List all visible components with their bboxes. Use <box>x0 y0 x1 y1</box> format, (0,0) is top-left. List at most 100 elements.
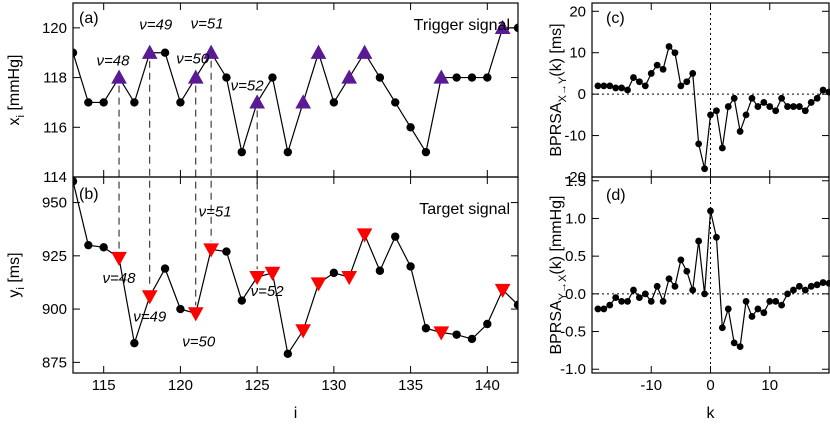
panel-b-triangle-marker <box>264 266 281 281</box>
panel-b-point <box>513 300 518 310</box>
panel-a-point <box>483 73 492 82</box>
panel-a-point <box>130 98 139 107</box>
panel-b-triangle-marker <box>341 271 358 286</box>
panel-c-point <box>790 103 797 110</box>
panel-b-ylabel: yi [ms] <box>6 252 27 297</box>
panel-b-ytick-label: 925 <box>42 248 67 265</box>
panel-b-point <box>283 349 293 359</box>
panel-b-point <box>176 304 185 314</box>
panel-c-point <box>724 103 732 110</box>
panel-a-triangle-marker <box>141 44 158 59</box>
panel-c-point <box>701 165 708 173</box>
panel-c-point <box>594 82 602 90</box>
panel-b-triangle-marker <box>111 251 127 266</box>
panel-d-point <box>760 309 768 317</box>
panel-c-point <box>671 49 679 57</box>
panel-d-point <box>677 256 685 264</box>
panel-a-point <box>176 98 185 107</box>
panel-a-point <box>73 48 78 57</box>
panel-b-xtick-label: 125 <box>245 377 270 394</box>
panel-c-point <box>742 111 750 119</box>
panel-a-triangle-marker <box>203 44 219 59</box>
panel-c-point <box>748 94 756 102</box>
panel-d-point <box>819 279 827 286</box>
panel-b-annotation: ν=49 <box>133 308 167 325</box>
panel-b-annotation: ν=50 <box>182 333 216 350</box>
panel-c-point <box>718 144 726 152</box>
panel-c-ytick-label: 10 <box>569 45 586 62</box>
panel-d-point <box>790 286 797 294</box>
panel-d-point <box>748 313 756 320</box>
panel-b-point <box>222 247 231 256</box>
panel-b-point <box>130 338 139 348</box>
panel-b-xtick-label: 115 <box>92 377 116 394</box>
panel-a-ytick-label: 114 <box>43 169 67 186</box>
panel-b-series <box>73 177 518 359</box>
panel-b-xtick-label: 140 <box>475 377 500 394</box>
panel-a-triangle-marker <box>341 69 358 84</box>
panel-d-point <box>630 286 637 294</box>
panel-d-point <box>772 297 780 305</box>
panel-b-xtick-label: 135 <box>398 377 423 394</box>
panel-b-triangle-marker <box>356 228 373 243</box>
panel-b-ytick-label: 875 <box>42 354 67 371</box>
panel-d-ytick-label: 1.0 <box>565 210 586 227</box>
panel-c-point <box>778 94 785 102</box>
panel-d-point <box>689 286 697 294</box>
panel-b-point <box>467 334 477 344</box>
panel-c-point <box>683 78 691 86</box>
panel-a-point <box>467 73 477 82</box>
panel-c-label: (c) <box>606 10 625 27</box>
panel-b-xtick-label: 130 <box>321 377 346 394</box>
panel-b-point <box>375 266 385 275</box>
panel-d-point <box>825 279 830 287</box>
panel-c-ytick-label: 20 <box>569 3 586 20</box>
panel-d-point <box>653 282 661 290</box>
panel-b-title: Target signal <box>419 201 510 218</box>
panel-c-point <box>641 82 649 90</box>
panel-b-triangle-marker <box>295 324 312 339</box>
panel-d-point <box>641 290 649 298</box>
panel-c-point <box>665 43 673 50</box>
panel-a-ytick-label: 120 <box>42 20 67 37</box>
panel-a-series <box>73 19 518 157</box>
panel-d-point <box>701 290 708 298</box>
panel-b-point <box>160 264 170 273</box>
panel-a-point <box>283 147 293 157</box>
panel-c-point <box>630 74 637 81</box>
panel-d-ytick-label: 0.0 <box>565 286 586 303</box>
panel-c-point <box>659 65 667 73</box>
panel-b-triangle-marker <box>494 283 511 298</box>
panel-b-triangle-marker <box>203 243 219 258</box>
panel-d-ytick-label: -1.0 <box>560 361 586 378</box>
panel-a-triangle-marker <box>187 69 204 84</box>
panel-a-point <box>375 73 385 82</box>
panel-c-point <box>618 84 626 92</box>
panel-c-point <box>600 82 608 90</box>
panel-c-point <box>760 99 768 106</box>
panel-c-ytick-label: -10 <box>564 128 586 145</box>
panel-a-triangle-marker <box>111 69 127 84</box>
panel-d-point <box>647 297 655 305</box>
panel-d-point <box>813 281 821 289</box>
panel-b-point <box>483 319 492 329</box>
panel-b-point <box>452 330 461 339</box>
panel-c-point <box>689 70 697 77</box>
panel-c-point <box>807 99 815 106</box>
panel-b-point <box>421 324 431 333</box>
panel-d-point <box>683 267 691 275</box>
panel-b-annotation: ν=51 <box>199 203 232 220</box>
panel-d-point <box>606 301 614 309</box>
panel-b-ytick-label: 950 <box>42 195 67 212</box>
panel-b-point <box>84 240 93 250</box>
panel-d-ytick-label: -0.5 <box>560 324 586 341</box>
panel-c-point <box>636 78 643 86</box>
panel-d-series <box>592 177 830 373</box>
panel-b-label: (b) <box>79 186 99 203</box>
panel-d-point <box>665 275 673 283</box>
panel-a-annotation: ν=50 <box>176 51 210 68</box>
